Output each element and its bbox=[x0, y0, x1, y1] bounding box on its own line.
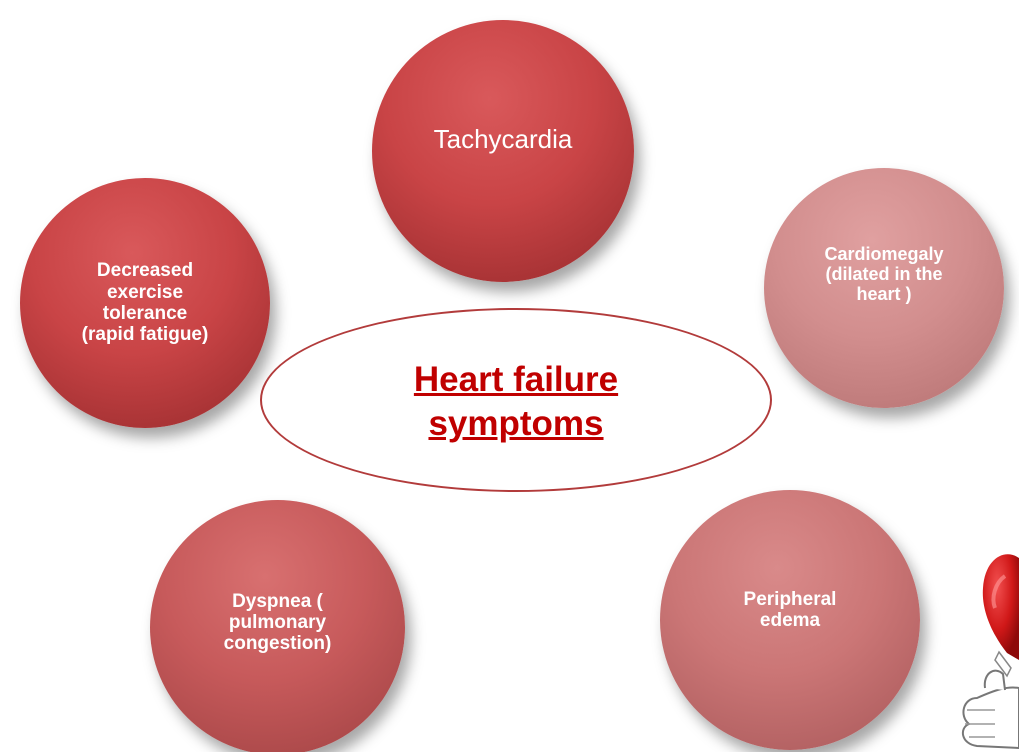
symptom-circle-exercise-tolerance: Decreased exercise tolerance (rapid fati… bbox=[20, 178, 270, 428]
center-ellipse: Heart failure symptoms bbox=[260, 308, 772, 492]
symptom-label-peripheral-edema: Peripheral edema bbox=[744, 589, 837, 632]
symptom-label-dyspnea: Dyspnea ( pulmonary congestion) bbox=[224, 591, 332, 655]
symptom-circle-peripheral-edema: Peripheral edema bbox=[660, 490, 920, 750]
symptom-label-tachycardia: Tachycardia bbox=[434, 125, 573, 154]
heart-mascot-icon bbox=[955, 548, 1019, 752]
symptom-circle-cardiomegaly: Cardiomegaly (dilated in the heart ) bbox=[764, 168, 1004, 408]
symptom-circle-dyspnea: Dyspnea ( pulmonary congestion) bbox=[150, 500, 405, 752]
symptom-label-exercise-tolerance: Decreased exercise tolerance (rapid fati… bbox=[82, 260, 209, 345]
symptom-label-cardiomegaly: Cardiomegaly (dilated in the heart ) bbox=[824, 244, 943, 304]
symptom-circle-tachycardia: Tachycardia bbox=[372, 20, 634, 282]
center-title: Heart failure symptoms bbox=[414, 358, 618, 446]
